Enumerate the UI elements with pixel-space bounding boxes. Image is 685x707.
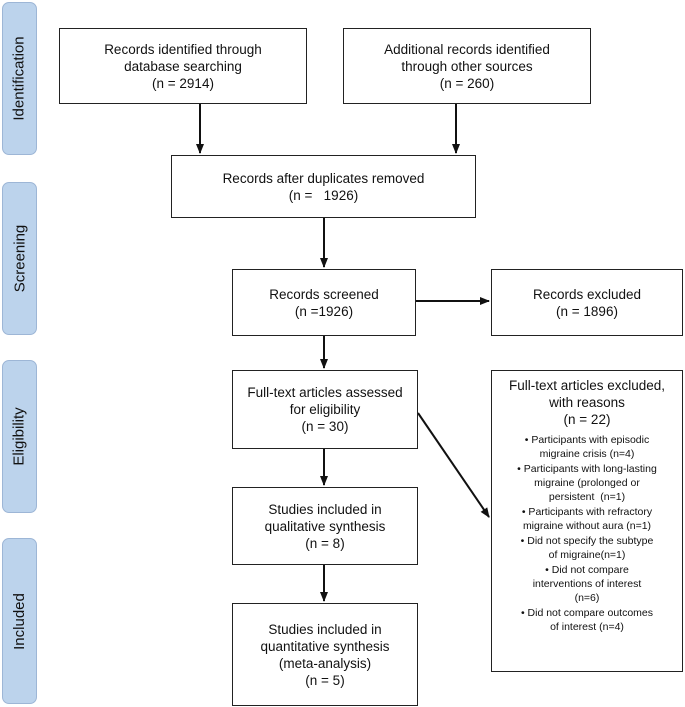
box-text-line: (n = 260): [439, 75, 495, 91]
box-text-line: (n =1926): [294, 303, 354, 319]
box-text-line: qualitative synthesis: [264, 518, 386, 534]
excluded-header-line: Full-text articles excluded,: [508, 378, 666, 393]
stage-tab-screening: Screening: [2, 182, 37, 335]
box-text-line: Records after duplicates removed: [222, 170, 425, 186]
reason-line: persistent (n=1): [548, 491, 626, 503]
box-fulltext-excluded: Full-text articles excluded, with reason…: [491, 370, 683, 672]
box-text-line: Full-text articles assessed: [247, 385, 403, 400]
reason-line: • Did not compare: [545, 564, 629, 576]
exclusion-reason: • Did not compare outcomes of interest (…: [498, 606, 676, 634]
box-text-line: quantitative synthesis: [260, 638, 390, 654]
box-text-line: Studies included in: [268, 501, 382, 517]
reason-line: migraine without aura (n=1): [522, 520, 652, 532]
exclusion-reason: • Participants with long-lasting migrain…: [498, 462, 676, 504]
arrow-fulltext-to-excluded: [417, 412, 490, 518]
box-records-screened: Records screened (n =1926): [232, 269, 416, 336]
exclusion-reason: • Participants with refractory migraine …: [498, 505, 676, 533]
reason-line: • Did not specify the subtype: [520, 535, 654, 547]
box-other-records: Additional records identified through ot…: [343, 28, 591, 104]
exclusion-reason: • Participants with episodic migraine cr…: [498, 433, 676, 461]
box-database-records: Records identified through database sear…: [59, 28, 307, 104]
box-text-line: database searching: [124, 58, 242, 74]
reason-line: • Participants with long-lasting: [517, 463, 657, 475]
exclusion-reason: • Did not compare interventions of inter…: [498, 563, 676, 605]
stage-tab-included: Included: [2, 538, 37, 704]
reason-line: of interest (n=4): [550, 621, 624, 633]
box-text-line: (n = 8): [305, 535, 345, 551]
excluded-header-line: with reasons: [549, 395, 625, 410]
box-records-excluded: Records excluded (n = 1896): [491, 269, 683, 336]
box-text-line: Records excluded: [532, 286, 642, 302]
box-text-line: (n = 1926): [288, 187, 359, 203]
reason-line: migraine crisis (n=4): [539, 448, 635, 460]
box-after-duplicates: Records after duplicates removed (n = 19…: [171, 155, 476, 218]
box-text-line: Additional records identified: [384, 41, 550, 57]
reason-line: • Participants with refractory: [521, 506, 653, 518]
reason-line: • Did not compare outcomes: [520, 607, 654, 619]
box-text-line: (n = 1896): [556, 303, 618, 319]
reason-line: migraine (prolonged or: [534, 477, 640, 489]
reason-line: of migraine(n=1): [548, 549, 626, 561]
box-text-line: for eligibility: [289, 402, 361, 417]
box-text-line: (meta-analysis): [278, 655, 372, 671]
box-text-line: Records identified through: [104, 41, 262, 57]
excluded-header-line: (n = 22): [563, 412, 611, 427]
box-qualitative-synthesis: Studies included in qualitative synthesi…: [232, 487, 418, 565]
reason-line: (n=6): [574, 592, 600, 604]
box-text-line: Studies included in: [268, 621, 382, 637]
exclusion-reasons-list: • Participants with episodic migraine cr…: [498, 433, 676, 634]
reason-line: • Participants with episodic: [524, 434, 650, 446]
stage-tab-identification: Identification: [2, 2, 37, 155]
box-text-line: (n = 2914): [152, 75, 214, 91]
exclusion-reason: • Did not specify the subtype of migrain…: [498, 534, 676, 562]
box-text-line: through other sources: [401, 58, 533, 74]
reason-line: interventions of interest: [532, 578, 642, 590]
box-text-line: (n = 30): [301, 419, 349, 434]
box-text-line: (n = 5): [305, 672, 345, 688]
box-text-line: Records screened: [269, 286, 379, 302]
stage-tab-eligibility: Eligibility: [2, 360, 37, 513]
box-quantitative-synthesis: Studies included in quantitative synthes…: [232, 603, 418, 706]
box-fulltext-assessed: Full-text articles assessed for eligibil…: [232, 370, 418, 449]
